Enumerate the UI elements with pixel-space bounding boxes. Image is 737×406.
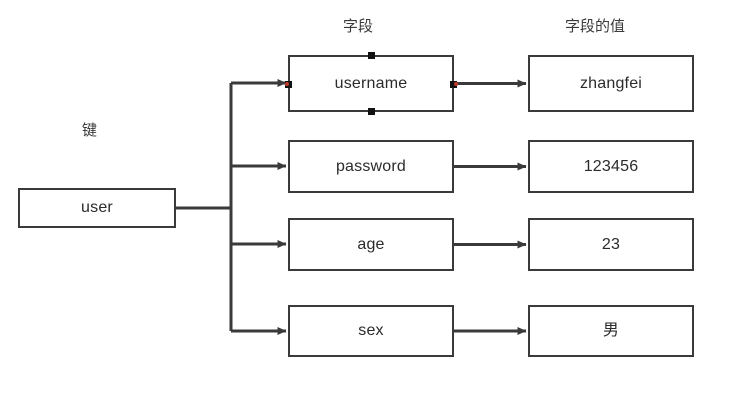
caption-key: 键	[82, 122, 98, 139]
node-value-label: zhangfei	[579, 74, 643, 92]
node-value-label: 123456	[583, 157, 639, 175]
node-value-age[interactable]: 23	[528, 218, 694, 271]
selection-handle-bottom[interactable]	[368, 108, 375, 115]
node-value-label: 男	[602, 322, 620, 339]
selection-handle-right[interactable]	[450, 80, 457, 88]
node-user[interactable]: user	[18, 188, 176, 228]
caption-field: 字段	[343, 18, 374, 35]
node-value-label: 23	[601, 235, 621, 253]
node-field-password[interactable]: password	[288, 140, 454, 193]
node-field-label: username	[334, 74, 408, 92]
node-value-sex[interactable]: 男	[528, 305, 694, 357]
connector-endpoint-target[interactable]	[454, 81, 458, 86]
node-field-username[interactable]: username	[288, 55, 454, 112]
selection-handle-top[interactable]	[368, 52, 375, 59]
node-value-password[interactable]: 123456	[528, 140, 694, 193]
node-user-label: user	[81, 199, 113, 216]
node-field-label: sex	[358, 322, 384, 339]
node-field-age[interactable]: age	[288, 218, 454, 271]
node-value-username[interactable]: zhangfei	[528, 55, 694, 112]
connector-endpoint-source[interactable]	[285, 81, 289, 86]
caption-field-value: 字段的值	[565, 18, 626, 35]
node-field-sex[interactable]: sex	[288, 305, 454, 357]
node-field-label: age	[357, 235, 385, 253]
node-field-label: password	[335, 157, 407, 175]
